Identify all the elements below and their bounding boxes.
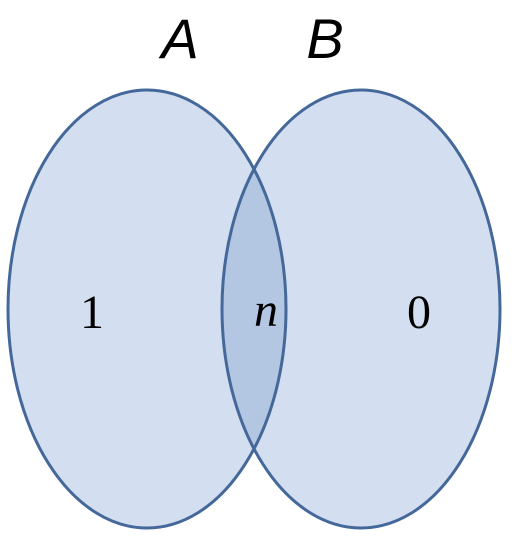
region-intersection-value: n [254,284,278,337]
set-b-ellipse [222,90,500,528]
set-a-outline [6,88,288,530]
region-only-a-value: 1 [80,286,104,339]
set-a-label: A [158,7,198,70]
set-a-ellipse [8,90,286,528]
set-b-label: B [306,7,343,70]
set-b-outline [220,88,502,530]
region-only-b-value: 0 [407,286,431,339]
